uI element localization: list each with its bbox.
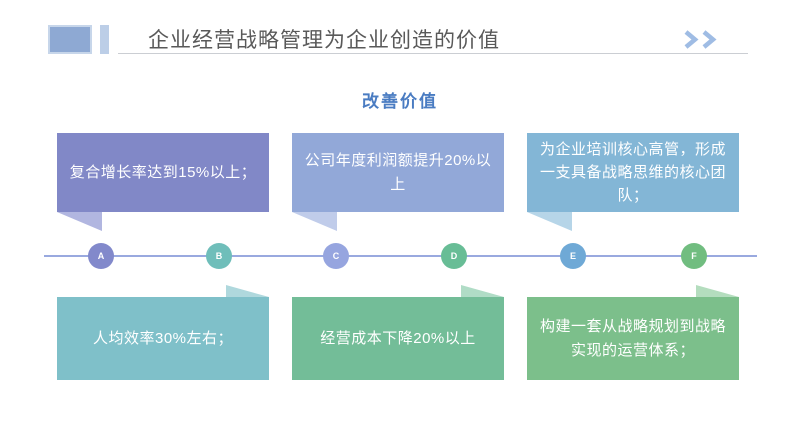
callout-tail-up-2 — [461, 285, 504, 297]
timeline-node-label: E — [569, 251, 576, 261]
timeline-node-b: B — [206, 243, 232, 269]
callout-tail-down-1 — [57, 212, 102, 231]
header-divider — [118, 53, 748, 54]
timeline-node-label: D — [450, 251, 458, 261]
callout-tail-down-2 — [292, 212, 337, 231]
timeline-node-label: C — [332, 251, 340, 261]
timeline-node-label: A — [97, 251, 105, 261]
section-subtitle: 改善价值 — [362, 92, 438, 111]
timeline-node-a: A — [88, 243, 114, 269]
callout-text: 人均效率30%左右； — [92, 329, 234, 347]
title-accent-bar-small — [100, 25, 109, 54]
callout-box-bottom-2: 经营成本下降20%以上 — [292, 297, 504, 380]
callout-text: 构建一套从战略规划到战略实现的运营体系； — [539, 318, 726, 359]
timeline-node-e: E — [560, 243, 586, 269]
callout-text: 为企业培训核心高管，形成一支具备战略思维的核心团队； — [539, 140, 726, 205]
callout-box-bottom-3: 构建一套从战略规划到战略实现的运营体系； — [527, 297, 739, 380]
timeline-node-c: C — [323, 243, 349, 269]
timeline-node-d: D — [441, 243, 467, 269]
timeline-node-f: F — [681, 243, 707, 269]
page-title: 企业经营战略管理为企业创造的价值 — [148, 29, 500, 52]
double-chevron-right-icon — [683, 29, 723, 55]
callout-box-bottom-1: 人均效率30%左右； — [57, 297, 269, 380]
callout-box-top-2: 公司年度利润额提升20%以上 — [292, 133, 504, 212]
callout-text: 复合增长率达到15%以上； — [69, 163, 257, 181]
callout-box-top-3: 为企业培训核心高管，形成一支具备战略思维的核心团队； — [527, 133, 739, 212]
callout-tail-up-3 — [696, 285, 739, 297]
timeline-axis — [44, 255, 757, 257]
timeline-node-label: B — [215, 251, 223, 261]
title-accent-bar-large — [48, 25, 92, 54]
callout-text: 公司年度利润额提升20%以上 — [304, 152, 492, 193]
callout-tail-up-1 — [226, 285, 269, 297]
callout-box-top-1: 复合增长率达到15%以上； — [57, 133, 269, 212]
callout-text: 经营成本下降20%以上 — [320, 329, 476, 347]
callout-tail-down-3 — [527, 212, 572, 231]
timeline-node-label: F — [691, 251, 697, 261]
